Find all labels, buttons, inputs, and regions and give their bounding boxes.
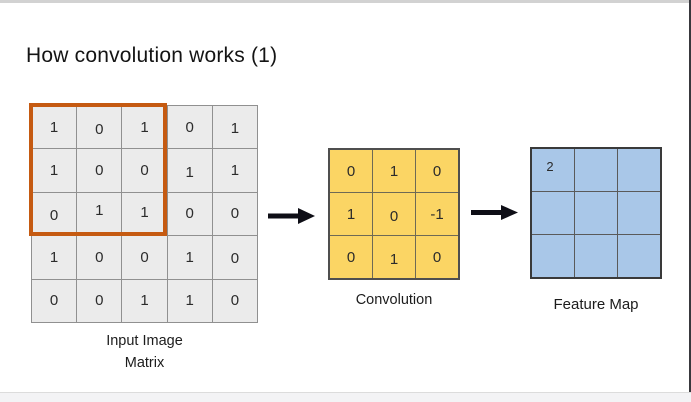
input-matrix-label: Input Image Matrix	[31, 330, 258, 374]
input-matrix-cell: 0	[212, 279, 257, 322]
input-matrix-cell: 0	[167, 192, 212, 236]
input-matrix-cell: 0	[212, 192, 257, 236]
feature-map-cell	[575, 149, 617, 191]
feature-map-cell: 2	[532, 149, 574, 191]
input-matrix-cell: 1	[167, 236, 212, 279]
feature-map-cell	[618, 235, 660, 277]
input-matrix-cell: 0	[77, 149, 122, 192]
input-matrix-cell: 0	[77, 279, 122, 322]
input-matrix-cell: 1	[32, 236, 77, 279]
kernel-cell: 0	[416, 236, 458, 278]
kernel-cell: -1	[416, 193, 458, 235]
input-matrix-cell: 0	[167, 106, 212, 149]
input-matrix-cell: 0	[77, 106, 122, 149]
input-matrix-cell: 1	[122, 106, 167, 149]
kernel-cell: 1	[373, 236, 415, 278]
kernel-cell: 1	[373, 150, 415, 192]
feature-map-cell	[532, 235, 574, 277]
input-matrix-cell: 0	[212, 236, 257, 279]
slide-title: How convolution works (1)	[26, 44, 278, 67]
feature-map-cell	[618, 192, 660, 234]
input-matrix-cell: 1	[32, 106, 77, 149]
kernel-cell: 1	[330, 193, 372, 235]
window-right-border	[689, 0, 691, 402]
feature-map-grid: 2	[530, 147, 662, 279]
input-matrix-cell: 0	[122, 236, 167, 279]
input-matrix-cell: 1	[32, 149, 77, 192]
input-matrix-cell: 1	[212, 149, 257, 192]
kernel-cell: 0	[330, 236, 372, 278]
window-top-strip	[0, 0, 691, 3]
input-matrix-cell: 1	[122, 279, 167, 322]
feature-map-cell	[575, 192, 617, 234]
input-matrix-cell: 1	[167, 279, 212, 322]
input-matrix-cell: 1	[77, 192, 122, 236]
feature-map-cell	[532, 192, 574, 234]
kernel-cell: 0	[330, 150, 372, 192]
input-matrix-cell: 1	[167, 149, 212, 192]
input-matrix-label-line1: Input Image	[106, 333, 183, 349]
kernel-cell: 0	[416, 150, 458, 192]
kernel-cell: 0	[373, 193, 415, 235]
input-matrix-label-line2: Matrix	[124, 355, 165, 371]
arrow-right-icon	[268, 207, 316, 230]
input-matrix-cell: 0	[77, 236, 122, 279]
input-matrix-cell: 0	[122, 149, 167, 192]
input-matrix-cell: 1	[122, 192, 167, 236]
input-matrix-cell: 0	[32, 279, 77, 322]
input-matrix-cell: 0	[32, 192, 77, 236]
window-bottom-strip	[0, 392, 691, 402]
feature-map-cell	[618, 149, 660, 191]
input-matrix-cell: 1	[212, 106, 257, 149]
arrow-right-icon	[471, 204, 519, 226]
feature-map-cell	[575, 235, 617, 277]
kernel-position-highlight-box	[29, 103, 167, 236]
feature-map-label: Feature Map	[553, 296, 639, 313]
convolution-label: Convolution	[355, 292, 433, 308]
